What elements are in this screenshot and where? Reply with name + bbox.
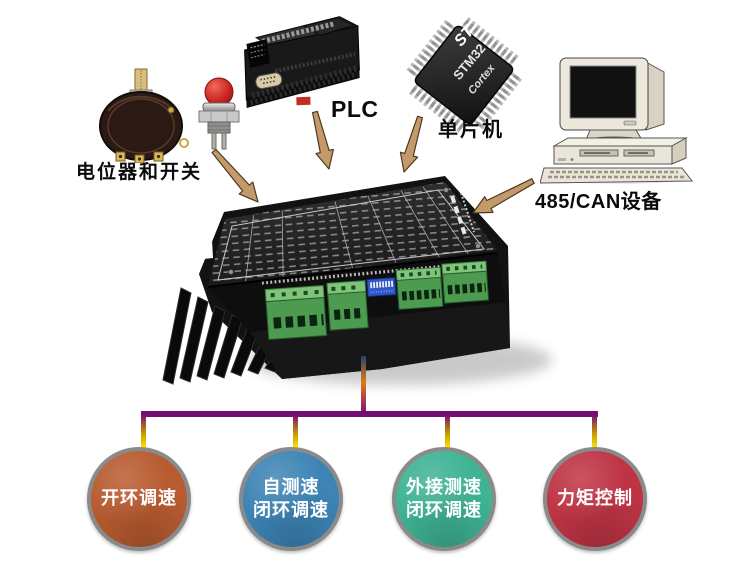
computer-image bbox=[540, 57, 694, 184]
pot-switch-label: 电位器和开关 bbox=[76, 162, 203, 183]
trunk-connector bbox=[361, 356, 366, 414]
arrow-from-mcu-icon bbox=[399, 115, 423, 173]
pushbutton-image bbox=[198, 77, 240, 150]
mode-circle-torque-control: 力矩控制 bbox=[543, 447, 647, 551]
mode-label: 自测速 bbox=[262, 476, 320, 497]
terminal-blocks bbox=[264, 260, 490, 341]
arrow-from-485-icon bbox=[472, 178, 535, 214]
bus-line bbox=[141, 411, 598, 417]
dip-switch bbox=[366, 277, 397, 298]
mode-circle-external-speed-closed-loop: 外接测速 闭环调速 bbox=[392, 447, 496, 551]
plc-label: PLC bbox=[331, 96, 379, 122]
stm32-chip-image: ST STM32 Cortex bbox=[406, 17, 522, 133]
plc-image bbox=[244, 16, 360, 108]
arrow-from-plc-icon bbox=[312, 110, 334, 170]
rs485-label: 485/CAN设备 bbox=[535, 191, 662, 213]
arrow-from-pot-icon bbox=[211, 148, 259, 203]
mode-label: 开环调速 bbox=[101, 488, 177, 509]
mode-circle-self-speed-closed-loop: 自测速 闭环调速 bbox=[239, 447, 343, 551]
mode-label: 外接测速 bbox=[406, 476, 482, 497]
input-arrows bbox=[211, 110, 535, 214]
driver-board-image bbox=[162, 176, 510, 385]
mode-label: 闭环调速 bbox=[253, 500, 329, 520]
mode-label: 闭环调速 bbox=[406, 500, 482, 520]
mcu-label: 单片机 bbox=[438, 119, 504, 141]
drop-connectors bbox=[141, 415, 597, 449]
mode-label: 力矩控制 bbox=[557, 488, 633, 509]
potentiometer-image bbox=[99, 68, 189, 163]
mode-circle-open-loop: 开环调速 bbox=[87, 447, 191, 551]
